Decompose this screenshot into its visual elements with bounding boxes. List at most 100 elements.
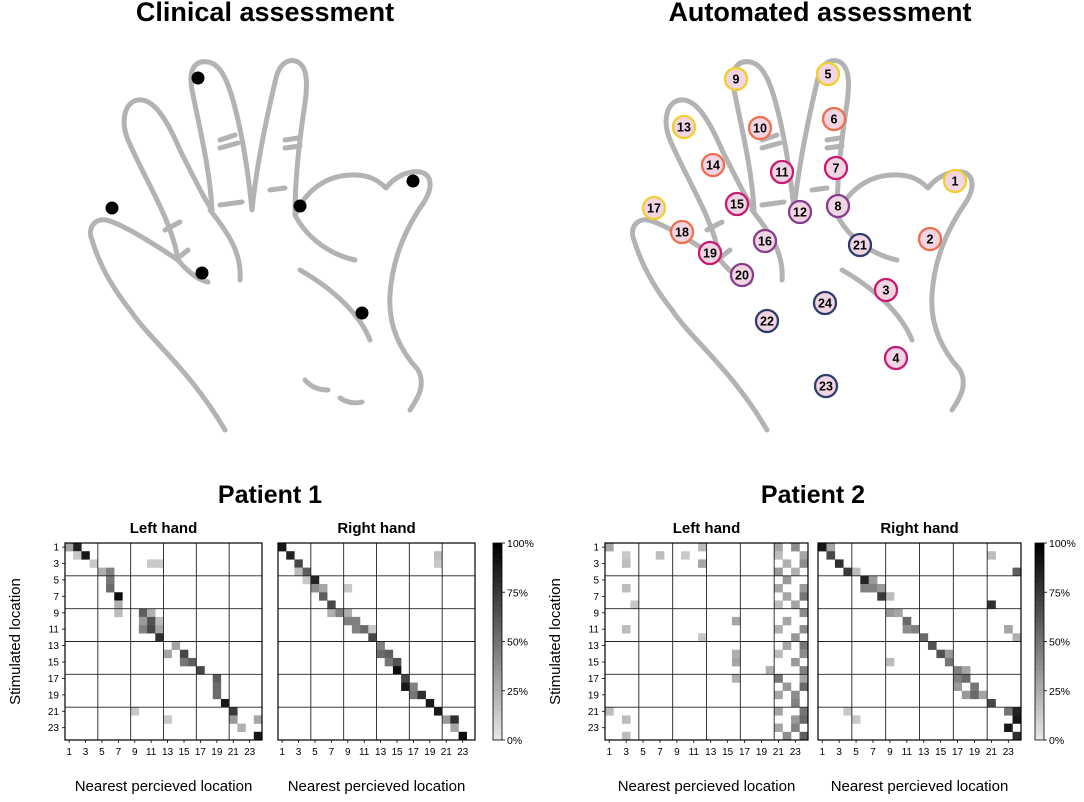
x-tick-label: 13 (705, 747, 717, 758)
x-tick-label: 17 (195, 747, 207, 758)
heatmap-cell (73, 543, 82, 552)
heatmap-cell (212, 674, 222, 683)
y-axis-label: Stimulated location (7, 578, 24, 705)
colorbar-step (493, 557, 502, 563)
left-hand-label: Left hand (130, 520, 198, 537)
colorbar-step (1035, 725, 1044, 731)
stimulation-dot (105, 201, 119, 215)
y-tick-label: 23 (588, 723, 600, 734)
x-axis-label: Nearest percieved location (618, 778, 796, 795)
heatmap-cell (212, 682, 222, 691)
colorbar-step (1035, 715, 1044, 721)
colorbar-step (1035, 626, 1044, 632)
colorbar-step (493, 695, 502, 701)
location-marker-label: 1 (952, 175, 959, 189)
colorbar-step (493, 680, 502, 687)
colorbar-label: 50% (1049, 637, 1070, 649)
heatmap-cell (698, 543, 707, 552)
colorbar-step (1035, 700, 1044, 706)
y-tick-label: 23 (48, 723, 60, 734)
heatmap-cell (953, 674, 962, 683)
location-marker-label: 5 (825, 68, 832, 82)
heatmap-cell (818, 543, 827, 552)
heatmap-cell (782, 641, 792, 650)
heatmap-cell (335, 608, 344, 618)
x-tick-label: 23 (457, 747, 469, 758)
heatmap-cell (978, 690, 988, 700)
location-marker-ring (787, 199, 813, 225)
y-tick-label: 1 (593, 543, 599, 554)
heatmap-cell (944, 657, 954, 667)
heatmap-cell (799, 715, 809, 724)
heatmap-cell (1012, 567, 1022, 577)
right-hand-label: Right hand (880, 520, 958, 537)
x-tick-label: 17 (952, 747, 964, 758)
colorbar-step (493, 675, 502, 682)
colorbar-step (1035, 621, 1044, 628)
heatmap-cell (927, 641, 937, 650)
heatmap-cell (902, 625, 912, 634)
location-marker-label: 21 (853, 239, 867, 253)
heatmap-cell (376, 641, 385, 650)
heatmap-cell (885, 592, 895, 601)
colorbar-step (1035, 720, 1044, 726)
location-marker: 21 (847, 232, 873, 258)
heatmap-frame (604, 542, 809, 741)
y-tick-label: 21 (588, 707, 600, 718)
heatmap-cell (392, 666, 402, 675)
heatmap-cell (799, 559, 809, 568)
heatmap-cell (97, 567, 107, 577)
heatmap-cell (799, 551, 809, 560)
x-tick-label: 3 (836, 747, 842, 758)
heatmap-cell (433, 551, 443, 560)
heatmap-cell (229, 715, 238, 724)
heatmap-cell (791, 715, 800, 724)
location-marker-ring (724, 191, 750, 217)
y-tick-label: 13 (48, 641, 60, 652)
location-marker: 9 (723, 66, 749, 92)
heatmap-cell (944, 649, 954, 659)
x-tick-label: 5 (312, 747, 318, 758)
heatmap-cell (826, 551, 836, 560)
location-marker-ring (815, 61, 841, 87)
heatmap-cell (834, 559, 844, 568)
location-marker-label: 6 (831, 113, 838, 127)
heatmap-cell (655, 551, 665, 560)
x-tick-label: 7 (329, 747, 335, 758)
x-tick-label: 9 (674, 747, 680, 758)
x-tick-label: 13 (918, 747, 930, 758)
y-tick-label: 19 (48, 690, 60, 701)
heatmap-cell (114, 600, 123, 609)
patient-1-title: Patient 1 (218, 481, 322, 509)
heatmap-frame (64, 542, 263, 741)
colorbar-step (493, 543, 502, 549)
heatmap-cell (106, 567, 115, 577)
x-tick-label: 5 (853, 747, 859, 758)
y-tick-label: 11 (589, 625, 600, 636)
heatmap-cell (237, 723, 246, 732)
colorbar-step (493, 626, 502, 632)
heatmap-cell (114, 592, 123, 601)
heatmap-cell (155, 559, 164, 568)
heatmap-cell (401, 674, 410, 683)
heatmap-cell (774, 600, 783, 609)
location-marker: 22 (754, 308, 780, 334)
x-tick-label: 9 (887, 747, 893, 758)
location-marker: 12 (787, 199, 813, 225)
location-marker-label: 22 (760, 315, 774, 329)
heatmap-cell (376, 649, 385, 659)
y-axis-label: Stimulated location (547, 578, 564, 705)
colorbar-step (1035, 656, 1044, 662)
heatmap-cell (229, 707, 238, 716)
colorbar-label: 100% (507, 538, 534, 550)
location-marker: 14 (700, 152, 726, 178)
y-tick-label: 7 (593, 592, 599, 603)
heatmap-cell (919, 633, 929, 642)
heatmap-cell (774, 690, 783, 700)
colorbar-step (1035, 567, 1044, 573)
heatmap-cell (782, 616, 792, 626)
heatmap-cell (765, 666, 775, 675)
y-tick-label: 5 (593, 575, 599, 586)
colorbar-step (1035, 611, 1044, 618)
